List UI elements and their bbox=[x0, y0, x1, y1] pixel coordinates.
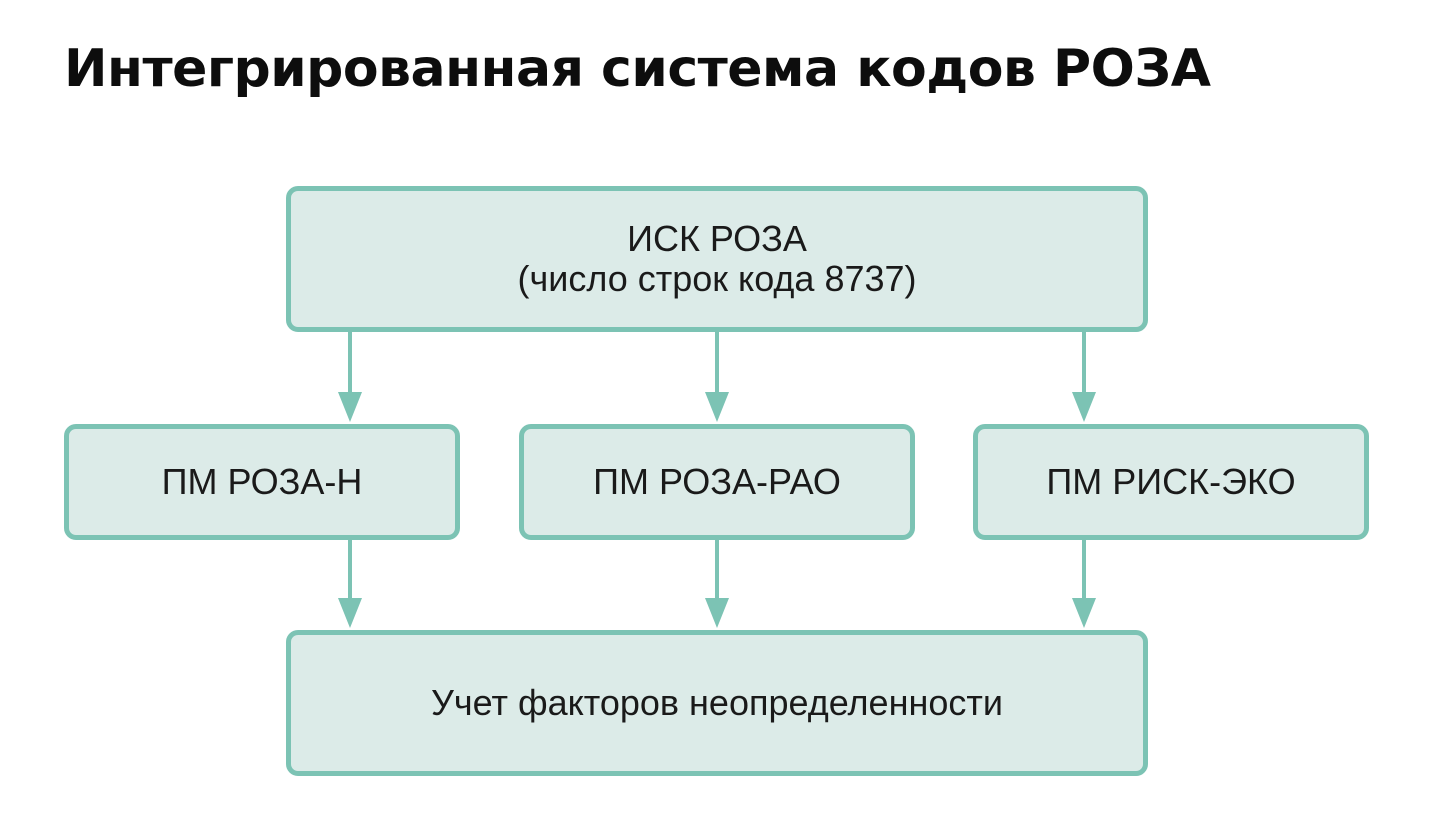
module-box-roza-n: ПМ РОЗА-Н bbox=[64, 424, 460, 540]
isk-roza-title: ИСК РОЗА bbox=[627, 218, 807, 259]
isk-roza-subtitle: (число строк кода 8737) bbox=[517, 258, 917, 299]
module-box-roza-rao: ПМ РОЗА-РАО bbox=[519, 424, 915, 540]
arrow-right-to-bottom bbox=[1072, 540, 1096, 628]
arrow-top-to-middle bbox=[705, 332, 729, 422]
arrow-left-to-bottom bbox=[338, 540, 362, 628]
module-label: ПМ РОЗА-РАО bbox=[593, 461, 841, 502]
page-title: Интегрированная система кодов РОЗА bbox=[64, 39, 1211, 99]
arrow-top-to-left bbox=[338, 332, 362, 422]
isk-roza-box: ИСК РОЗА (число строк кода 8737) bbox=[286, 186, 1148, 332]
module-box-risk-eko: ПМ РИСК-ЭКО bbox=[973, 424, 1369, 540]
uncertainty-factors-box: Учет факторов неопределенности bbox=[286, 630, 1148, 776]
module-label: ПМ РИСК-ЭКО bbox=[1046, 461, 1296, 502]
arrow-middle-to-bottom bbox=[705, 540, 729, 628]
arrow-top-to-right bbox=[1072, 332, 1096, 422]
module-label: ПМ РОЗА-Н bbox=[161, 461, 363, 502]
uncertainty-factors-label: Учет факторов неопределенности bbox=[431, 682, 1003, 723]
